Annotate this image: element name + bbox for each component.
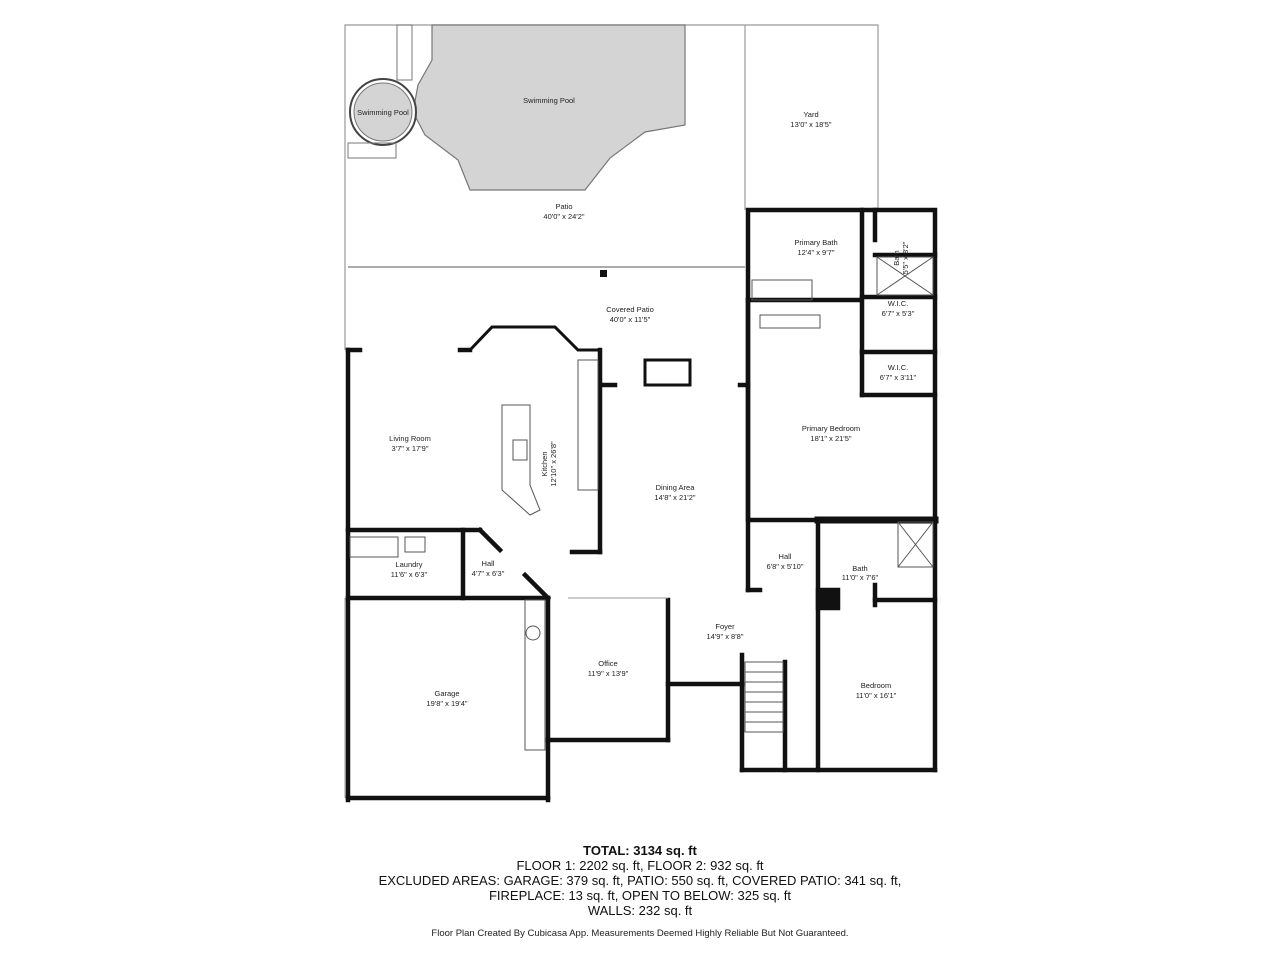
dims-yard: 13'0" x 18'5" [790, 120, 831, 129]
dims-primary-bath: 12'4" x 9'7" [798, 248, 835, 257]
bath-small-name: Bath [892, 250, 901, 265]
kitchen-name: Kitchen [540, 451, 549, 476]
kitchen-dims: 12'10" x 26'8" [549, 441, 558, 487]
label-patio: Patio [555, 202, 572, 211]
label-bath-small: Bath5'5" x 8'2" [892, 241, 910, 274]
label-office: Office [598, 659, 617, 668]
label-garage: Garage [434, 689, 459, 698]
swimming-pool-shape [412, 24, 686, 191]
dims-hall-1: 6'8" x 5'10" [767, 562, 804, 571]
dims-patio: 40'0" x 24'2" [543, 212, 584, 221]
bath-small-dims: 5'5" x 8'2" [901, 241, 910, 274]
label-wic-1: W.I.C. [888, 299, 908, 308]
label-covered-patio: Covered Patio [606, 305, 654, 314]
label-foyer: Foyer [715, 622, 735, 631]
label-swimming-pool-small: Swimming Pool [357, 108, 409, 117]
label-hall-1: Hall [779, 552, 792, 561]
dims-foyer: 14'9" x 8'8" [707, 632, 744, 641]
dims-covered-patio: 40'0" x 11'5" [610, 315, 651, 324]
dims-living-room: 3'7" x 17'9" [392, 444, 429, 453]
label-living-room: Living Room [389, 434, 431, 443]
label-bedroom: Bedroom [861, 681, 891, 690]
excluded-areas-2: FIREPLACE: 13 sq. ft, OPEN TO BELOW: 325… [488, 888, 791, 903]
walls [345, 207, 939, 803]
dims-hall-2: 4'7" x 6'3" [472, 569, 505, 578]
total-area: TOTAL: 3134 sq. ft [583, 843, 697, 858]
fixtures [344, 256, 934, 798]
floor-areas: FLOOR 1: 2202 sq. ft, FLOOR 2: 932 sq. f… [516, 858, 764, 873]
dims-office: 11'9" x 13'9" [588, 669, 629, 678]
dims-wic-2: 6'7" x 3'11" [880, 373, 917, 382]
label-bath: Bath [852, 564, 867, 573]
dims-garage: 19'8" x 19'4" [426, 699, 467, 708]
label-swimming-pool: Swimming Pool [523, 96, 575, 105]
dims-dining-area: 14'8" x 21'2" [654, 493, 695, 502]
dims-primary-bedroom: 18'1" x 21'5" [810, 434, 851, 443]
area-summary: TOTAL: 3134 sq. ft FLOOR 1: 2202 sq. ft,… [0, 843, 1280, 918]
dims-wic-1: 6'7" x 5'3" [882, 309, 915, 318]
label-wic-2: W.I.C. [888, 363, 908, 372]
label-hall-2: Hall [482, 559, 495, 568]
label-laundry: Laundry [395, 560, 422, 569]
label-kitchen: Kitchen12'10" x 26'8" [540, 441, 558, 487]
label-primary-bedroom: Primary Bedroom [802, 424, 860, 433]
label-primary-bath: Primary Bath [794, 238, 837, 247]
pool-steps [396, 24, 413, 81]
excluded-areas-1: EXCLUDED AREAS: GARAGE: 379 sq. ft, PATI… [378, 873, 902, 888]
patio-post [600, 270, 607, 277]
label-yard: Yard [803, 110, 818, 119]
dims-laundry: 11'6" x 6'3" [391, 570, 428, 579]
credit-note: Floor Plan Created By Cubicasa App. Meas… [431, 928, 849, 939]
dims-bath: 11'0" x 7'6" [842, 573, 879, 582]
label-dining-area: Dining Area [656, 483, 696, 492]
dims-bedroom: 11'0" x 16'1" [856, 691, 897, 700]
walls-area: WALLS: 232 sq. ft [587, 903, 693, 918]
